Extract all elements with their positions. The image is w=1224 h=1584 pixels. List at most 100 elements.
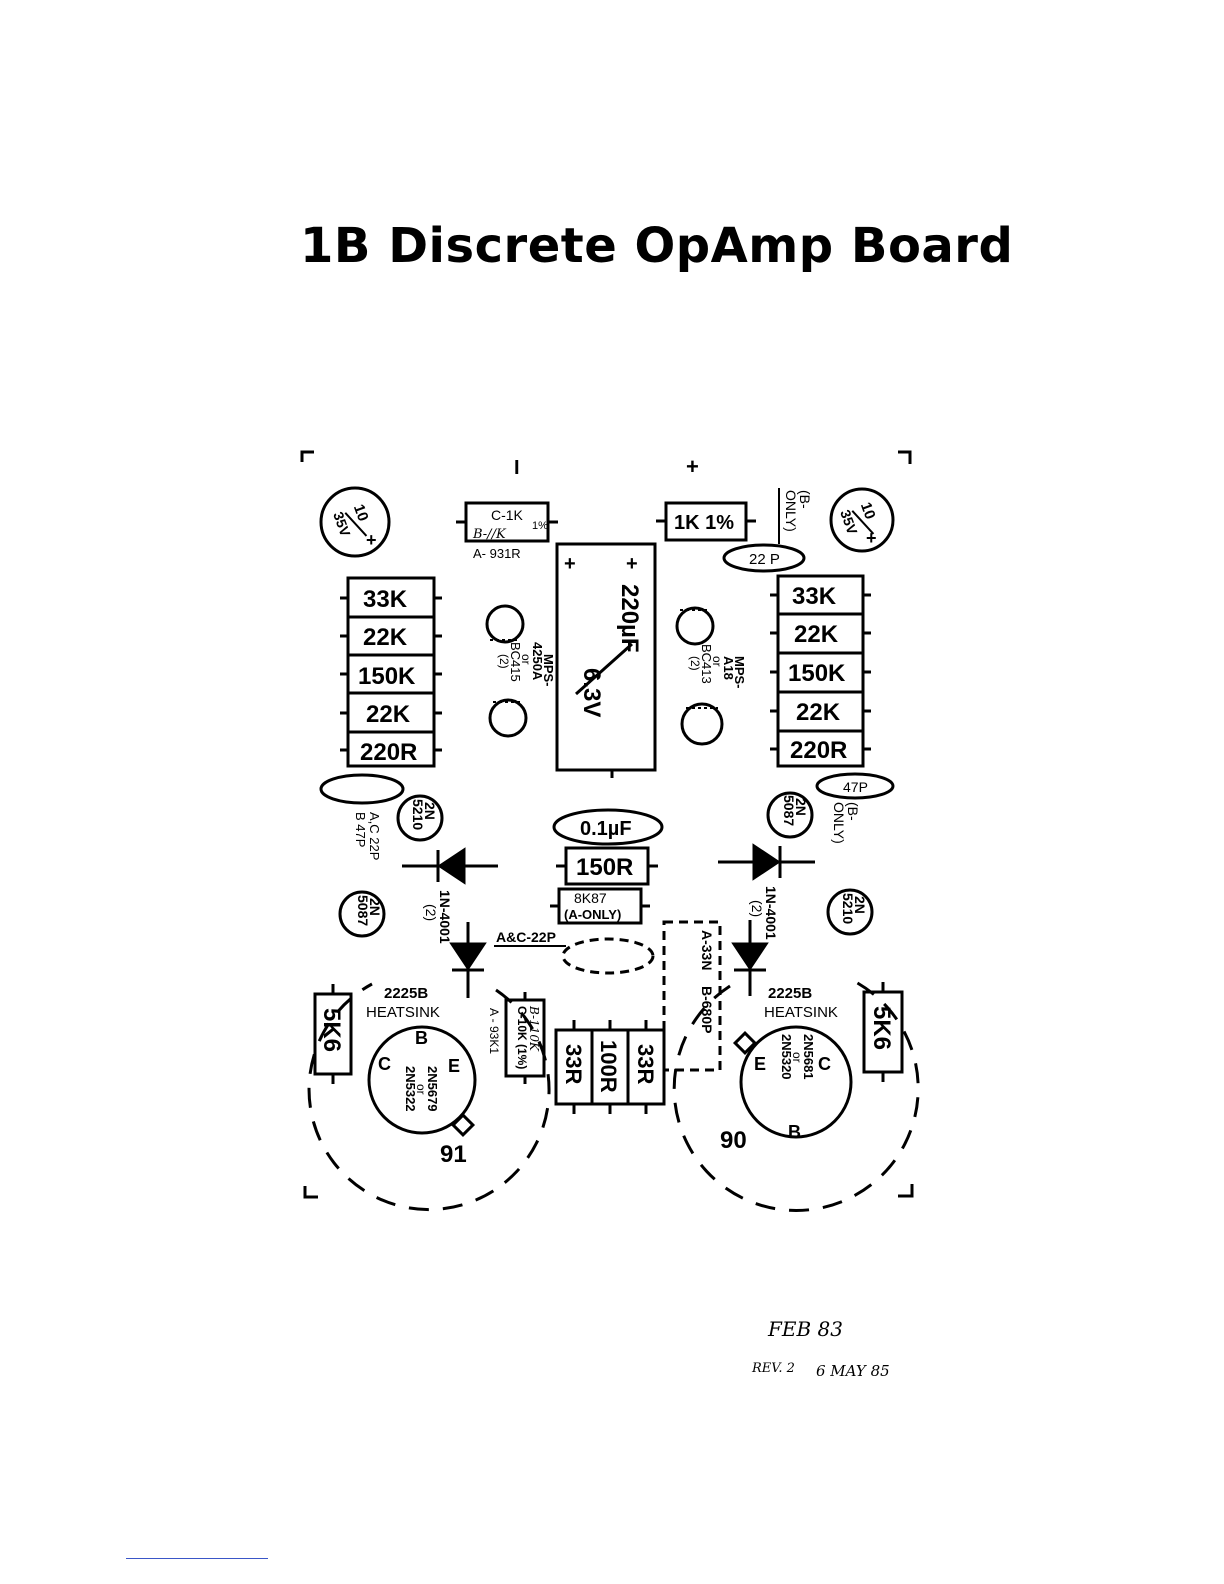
diode-right-vertical <box>731 920 769 996</box>
resistor-left-220r: 220R <box>360 739 417 766</box>
cap-right-value: 10 <box>857 500 879 521</box>
corner-mark-bottom-left <box>303 1186 318 1199</box>
transistor-2n5210-left: 2N 5210 <box>396 794 444 842</box>
svg-text:2N5322: 2N5322 <box>403 1066 418 1112</box>
cap-0-1uf: 0.1µF <box>552 808 664 846</box>
svg-text:(2): (2) <box>497 654 511 669</box>
svg-text:2225B: 2225B <box>768 985 812 1002</box>
svg-text:90: 90 <box>720 1127 747 1154</box>
cap-47p: 47P <box>815 772 895 800</box>
resistor-c1k-note: A- 931R <box>473 546 521 561</box>
resistor-left-22k: 22K <box>363 624 408 651</box>
resistor-left-22k-2: 22K <box>366 701 411 728</box>
diode-left-horizontal <box>402 847 498 885</box>
resistor-right-220r: 220R <box>790 737 847 764</box>
svg-text:(A-ONLY): (A-ONLY) <box>564 907 621 922</box>
transistor-pair-left: MPS- 4250A or BC415 (2) <box>485 604 556 738</box>
svg-text:B-110K: B-110K <box>527 1005 541 1052</box>
cap-right-voltage: 35V <box>837 508 861 538</box>
svg-text:2N: 2N <box>852 896 868 914</box>
diode-left-vertical <box>449 922 487 998</box>
svg-text:(B-: (B- <box>797 490 813 509</box>
corner-mark-top-right <box>898 450 912 464</box>
heatsink-left: 2225B HEATSINK <box>307 982 551 1212</box>
svg-text:2N5681: 2N5681 <box>801 1034 816 1080</box>
svg-text:(2): (2) <box>423 904 439 921</box>
resistor-bottom-100r: 100R <box>596 1040 621 1093</box>
power-transistor-left: B C E 2N5679 or 2N5322 91 <box>367 1025 477 1168</box>
svg-text:1N-4001: 1N-4001 <box>437 890 453 944</box>
cap-ac-22p-optional: A&C-22P <box>494 929 655 975</box>
svg-text:150R: 150R <box>576 854 633 881</box>
resistor-stack-bottom: 33R 100R 33R <box>554 1020 666 1114</box>
heatsink-right: 2225B HEATSINK <box>672 978 920 1212</box>
svg-text:A - 93K1: A - 93K1 <box>487 1008 501 1054</box>
svg-text:B: B <box>788 1122 801 1142</box>
svg-text:or: or <box>790 1052 804 1063</box>
resistor-right-150k: 150K <box>788 660 846 687</box>
svg-text:5087: 5087 <box>355 895 371 926</box>
cap-left-voltage: 35V <box>330 510 354 540</box>
resistor-8k87: 8K87 (A-ONLY) <box>550 887 650 925</box>
resistor-left-33k: 33K <box>363 586 408 613</box>
svg-text:2225B: 2225B <box>384 985 428 1002</box>
svg-text:5087: 5087 <box>781 795 797 826</box>
resistor-c1k-line2: B-//K <box>472 527 507 542</box>
svg-text:5K6: 5K6 <box>318 1008 345 1052</box>
svg-text:C: C <box>378 1054 391 1074</box>
svg-text:A-33N: A-33N <box>699 930 715 970</box>
svg-text:(2): (2) <box>749 900 765 917</box>
svg-text:C: C <box>818 1054 831 1074</box>
svg-text:MPS-: MPS- <box>732 656 747 689</box>
resistor-1k-label: 1K 1% <box>674 512 734 534</box>
input-plus-mark: + <box>686 454 699 479</box>
note-date: FEB 83 <box>767 1317 843 1341</box>
resistor-left-150k: 150K <box>358 663 416 690</box>
svg-text:A18: A18 <box>721 656 736 680</box>
svg-text:or: or <box>519 654 533 665</box>
svg-text:E: E <box>754 1054 766 1074</box>
resistor-stack-right: 33K 22K 150K 22K 220R <box>770 574 871 768</box>
resistor-1k: 1K 1% <box>656 501 756 542</box>
svg-text:2N5679: 2N5679 <box>425 1066 440 1112</box>
svg-text:5210: 5210 <box>410 799 426 830</box>
corner-mark-top-left <box>300 450 314 462</box>
resistor-right-22k: 22K <box>794 621 839 648</box>
svg-text:MPS-: MPS- <box>541 654 556 687</box>
resistor-c1k-pct: 1% <box>532 520 548 532</box>
svg-text:+: + <box>366 530 377 550</box>
resistor-c1k-line1: C-1K <box>491 507 524 523</box>
svg-text:1N-4001: 1N-4001 <box>763 886 779 940</box>
note-rev: REV. 2 <box>751 1361 795 1376</box>
svg-text:B-680P: B-680P <box>699 986 715 1033</box>
diode-left-label: 1N-4001 (2) <box>423 890 453 944</box>
svg-text:C-10K (1%): C-10K (1%) <box>515 1006 529 1069</box>
note-rev-date: 6 MAY 85 <box>816 1362 890 1380</box>
svg-text:2N5320: 2N5320 <box>779 1034 794 1080</box>
diode-right-label: 1N-4001 (2) <box>749 886 779 940</box>
input-minus-mark: I <box>514 457 520 479</box>
svg-text:+: + <box>564 553 576 575</box>
transistor-pair-right: MPS- A18 or BC413 (2) <box>675 606 747 746</box>
svg-text:A&C-22P: A&C-22P <box>496 929 556 945</box>
footer-rule <box>126 1558 268 1559</box>
page-title: 1B Discrete OpAmp Board <box>300 218 1014 274</box>
svg-text:5K6: 5K6 <box>868 1006 895 1050</box>
svg-text:2N: 2N <box>367 898 383 916</box>
resistor-c1k: C-1K B-//K 1% A- 931R <box>456 501 558 561</box>
resistor-c10k: B-110K C-10K (1%) A - 93K1 <box>487 992 546 1084</box>
svg-text:HEATSINK: HEATSINK <box>366 1004 440 1021</box>
b-only-note-top: (B- ONLY) <box>783 490 813 532</box>
svg-text:8K87: 8K87 <box>574 890 607 906</box>
cap-ac22p-b47p: A,C 22P B 47P <box>319 773 405 860</box>
svg-text:5210: 5210 <box>840 893 856 924</box>
svg-text:ONLY): ONLY) <box>783 490 799 532</box>
svg-text:(B-: (B- <box>845 802 861 821</box>
cap-a33n-b680p: A-33N B-680P <box>662 920 722 1072</box>
cap-220uf-voltage: 6.3V <box>578 668 605 717</box>
transistor-2n5087-right: 2N 5087 <box>766 791 814 839</box>
transistor-2n5087-left: 2N 5087 <box>338 890 386 938</box>
svg-text:2N: 2N <box>793 798 809 816</box>
resistor-right-22k-2: 22K <box>796 699 841 726</box>
